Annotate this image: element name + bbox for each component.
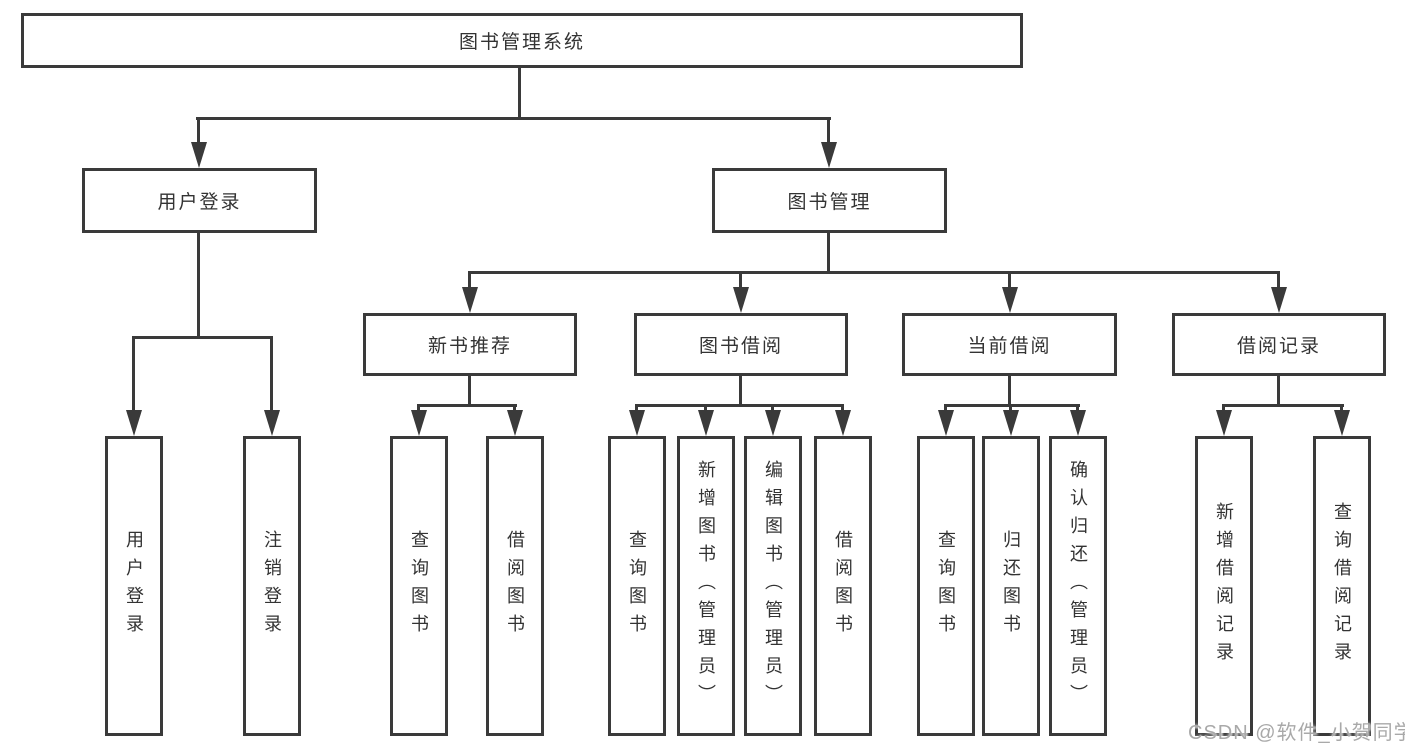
- node-current-borrow-label: 当前借阅: [967, 336, 1052, 357]
- node-borrow-records-label: 借阅记录: [1236, 336, 1321, 357]
- leaf-add-book-admin-label: 新增图书（管理员）: [696, 460, 716, 712]
- connector-line: [635, 404, 844, 407]
- node-user-login-label: 用户登录: [157, 192, 242, 213]
- node-book-borrow-label: 图书借阅: [698, 336, 783, 357]
- connector-line: [944, 404, 1080, 407]
- leaf-add-borrow-record-label: 新增借阅记录: [1214, 502, 1234, 670]
- connector-line: [635, 404, 638, 414]
- leaf-borrow-books-recommend-label: 借阅图书: [505, 530, 525, 642]
- arrowhead-down-icon: [821, 142, 837, 168]
- connector-line: [468, 376, 471, 407]
- arrowhead-down-icon: [1070, 410, 1086, 436]
- leaf-query-books-recommend-label: 查询图书: [409, 530, 429, 642]
- leaf-confirm-return-admin-label: 确认归还（管理员）: [1068, 460, 1088, 712]
- leaf-query-books-current: 查询图书: [917, 436, 975, 736]
- connector-line: [1009, 404, 1012, 414]
- arrowhead-down-icon: [733, 287, 749, 313]
- connector-line: [1008, 376, 1011, 407]
- connector-line: [468, 271, 1280, 274]
- node-user-login: 用户登录: [82, 168, 317, 233]
- connector-line: [417, 404, 517, 407]
- connector-line: [417, 404, 420, 414]
- leaf-confirm-return-admin: 确认归还（管理员）: [1049, 436, 1107, 736]
- arrowhead-down-icon: [938, 410, 954, 436]
- leaf-edit-book-admin-label: 编辑图书（管理员）: [763, 460, 783, 712]
- arrowhead-down-icon: [698, 410, 714, 436]
- node-borrow-records: 借阅记录: [1172, 313, 1386, 376]
- node-new-book-recommend-label: 新书推荐: [427, 336, 512, 357]
- connector-line: [944, 404, 947, 414]
- arrowhead-down-icon: [1271, 287, 1287, 313]
- arrowhead-down-icon: [126, 410, 142, 436]
- connector-line: [841, 404, 844, 414]
- arrowhead-down-icon: [765, 410, 781, 436]
- connector-line: [1340, 404, 1343, 414]
- arrowhead-down-icon: [191, 142, 207, 168]
- connector-line: [1277, 271, 1280, 291]
- connector-line: [739, 271, 742, 291]
- leaf-query-books-current-label: 查询图书: [936, 530, 956, 642]
- connector-line: [468, 271, 471, 291]
- leaf-return-book-label: 归还图书: [1001, 530, 1021, 642]
- leaf-return-book: 归还图书: [982, 436, 1040, 736]
- node-book-management: 图书管理: [712, 168, 947, 233]
- connector-line: [827, 233, 830, 274]
- connector-line: [704, 404, 707, 414]
- watermark: CSDN @软件_小贺同学: [1188, 722, 1405, 744]
- leaf-query-borrow-record: 查询借阅记录: [1313, 436, 1371, 736]
- arrowhead-down-icon: [629, 410, 645, 436]
- leaf-logout-label: 注销登录: [262, 530, 282, 642]
- arrowhead-down-icon: [1216, 410, 1232, 436]
- arrowhead-down-icon: [507, 410, 523, 436]
- leaf-borrow-books: 借阅图书: [814, 436, 872, 736]
- arrowhead-down-icon: [462, 287, 478, 313]
- arrowhead-down-icon: [835, 410, 851, 436]
- node-book-management-label: 图书管理: [787, 192, 872, 213]
- leaf-query-borrow-record-label: 查询借阅记录: [1332, 502, 1352, 670]
- connector-line: [739, 376, 742, 407]
- arrowhead-down-icon: [411, 410, 427, 436]
- connector-line: [132, 336, 135, 414]
- leaf-borrow-books-label: 借阅图书: [833, 530, 853, 642]
- arrowhead-down-icon: [1002, 287, 1018, 313]
- arrowhead-down-icon: [1003, 410, 1019, 436]
- connector-line: [1008, 271, 1011, 291]
- leaf-user-login: 用户登录: [105, 436, 163, 736]
- connector-line: [518, 68, 521, 118]
- leaf-add-book-admin: 新增图书（管理员）: [677, 436, 735, 736]
- leaf-query-books-borrow: 查询图书: [608, 436, 666, 736]
- connector-line: [1222, 404, 1225, 414]
- connector-line: [270, 336, 273, 414]
- leaf-user-login-label: 用户登录: [124, 530, 144, 642]
- leaf-edit-book-admin: 编辑图书（管理员）: [744, 436, 802, 736]
- node-new-book-recommend: 新书推荐: [363, 313, 577, 376]
- connector-line: [1222, 404, 1344, 407]
- node-current-borrow: 当前借阅: [902, 313, 1117, 376]
- connector-line: [196, 117, 831, 120]
- connector-line: [827, 117, 830, 148]
- connector-line: [132, 336, 273, 339]
- leaf-add-borrow-record: 新增借阅记录: [1195, 436, 1253, 736]
- leaf-query-books-borrow-label: 查询图书: [627, 530, 647, 642]
- connector-line: [197, 233, 200, 339]
- connector-line: [1076, 404, 1079, 414]
- connector-line: [513, 404, 516, 414]
- node-root-label: 图书管理系统: [458, 32, 585, 53]
- arrowhead-down-icon: [1334, 410, 1350, 436]
- node-root: 图书管理系统: [21, 13, 1023, 68]
- leaf-logout: 注销登录: [243, 436, 301, 736]
- leaf-query-books-recommend: 查询图书: [390, 436, 448, 736]
- arrowhead-down-icon: [264, 410, 280, 436]
- node-book-borrow: 图书借阅: [634, 313, 848, 376]
- connector-line: [771, 404, 774, 414]
- leaf-borrow-books-recommend: 借阅图书: [486, 436, 544, 736]
- connector-line: [197, 117, 200, 148]
- connector-line: [1277, 376, 1280, 407]
